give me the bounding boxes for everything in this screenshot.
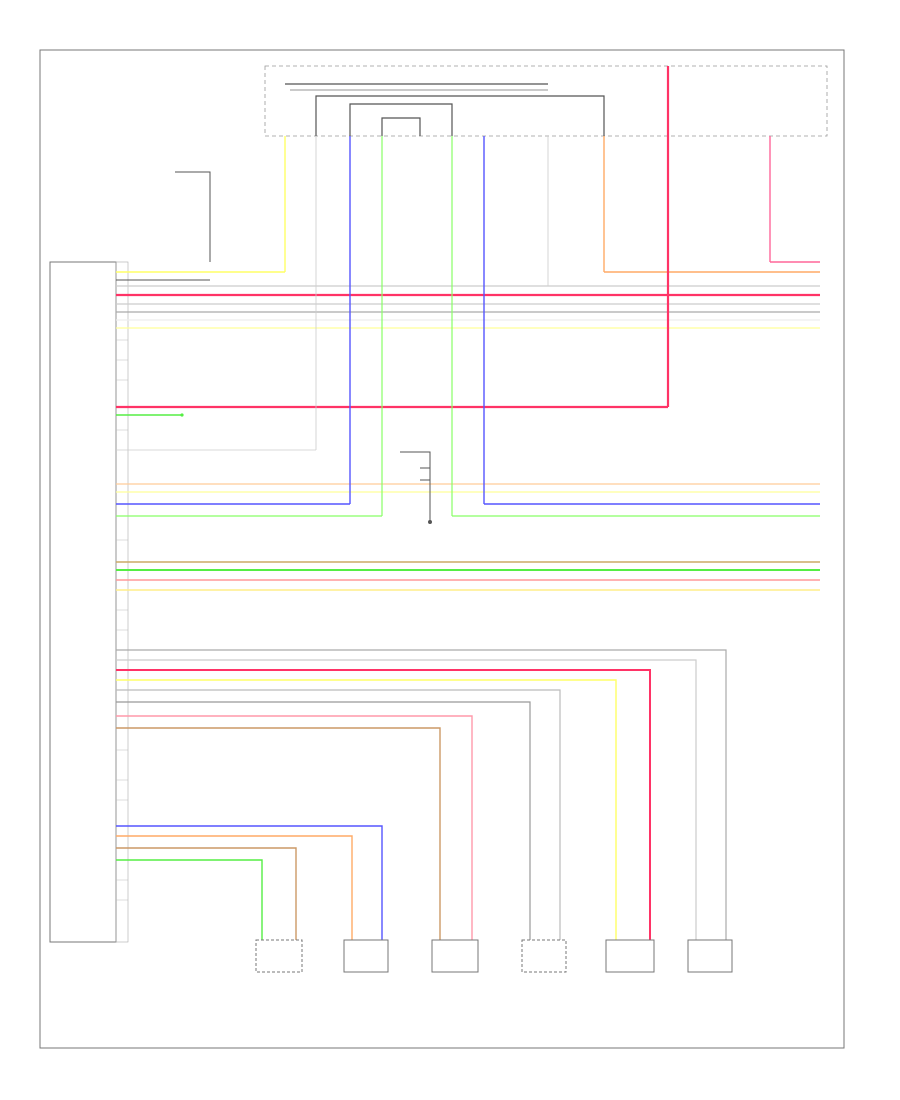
sensor-4-box (521, 939, 567, 973)
control-module-box (49, 261, 117, 943)
sensor-2-box (343, 939, 389, 973)
bus-wires (116, 261, 820, 940)
sensor-6-box (687, 939, 733, 973)
top-connector-internal-wiring (285, 83, 605, 136)
ground-splice (400, 451, 432, 524)
module-pin-strip (115, 261, 129, 943)
sensor-5-box (605, 939, 655, 973)
sensor-1-box (255, 939, 303, 973)
module-pin-ticks (116, 339, 128, 901)
sensor-3-box (431, 939, 479, 973)
vertical-wires (284, 66, 771, 516)
reference-bracket (175, 171, 211, 262)
top-connector-box (264, 65, 828, 137)
sensor-blocks (255, 939, 733, 973)
splice-dot (180, 413, 184, 417)
diagram-frame (39, 49, 845, 1049)
